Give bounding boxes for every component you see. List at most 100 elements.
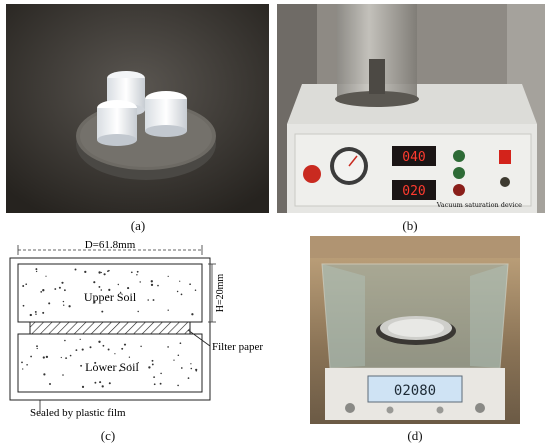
- soil-speckle: [195, 370, 197, 372]
- schematic-soil-sample: D=61.8mm Upper Soil Lower Soil H=20mm Fi…: [0, 238, 280, 428]
- soil-speckle: [180, 293, 183, 296]
- soil-speckle: [35, 268, 38, 271]
- soil-speckle: [64, 339, 66, 342]
- soil-speckle: [180, 367, 183, 369]
- soil-speckle: [190, 363, 192, 365]
- soil-speckle: [26, 364, 28, 366]
- soil-speckle: [147, 299, 149, 301]
- soil-speckle: [177, 354, 180, 356]
- soil-speckle: [130, 271, 133, 274]
- soil-speckle: [54, 288, 57, 290]
- soil-speckle: [35, 270, 38, 273]
- soil-speckle: [117, 283, 119, 286]
- soil-speckle: [173, 359, 175, 361]
- caption-a: (a): [130, 218, 146, 233]
- soil-speckle: [121, 347, 124, 350]
- soil-speckle: [153, 376, 156, 378]
- soil-speckle: [150, 283, 154, 287]
- soil-speckle: [65, 357, 68, 360]
- soil-speckle: [103, 273, 106, 276]
- height-label: H=20mm: [215, 274, 226, 313]
- soil-speckle: [80, 364, 83, 367]
- soil-speckle: [42, 311, 45, 314]
- soil-speckle: [30, 355, 32, 358]
- soil-speckle: [100, 289, 103, 291]
- soil-speckle: [45, 275, 47, 277]
- soil-speckle: [21, 361, 23, 364]
- soil-speckle: [34, 310, 37, 313]
- caption-c: (c): [100, 428, 116, 443]
- soil-speckle: [119, 291, 122, 294]
- soil-speckle: [157, 284, 159, 287]
- soil-speckle: [93, 281, 96, 284]
- soil-speckle: [94, 381, 97, 384]
- soil-speckle: [137, 361, 139, 364]
- soil-speckle: [140, 345, 142, 348]
- soil-speckle: [151, 363, 154, 366]
- soil-speckle: [58, 286, 61, 289]
- soil-speckle: [107, 270, 109, 273]
- soil-speckle: [81, 348, 84, 351]
- soil-speckle: [79, 338, 81, 341]
- soil-speckle: [62, 374, 64, 376]
- soil-speckle: [25, 283, 28, 286]
- soil-speckle: [61, 281, 64, 284]
- soil-speckle: [22, 304, 25, 307]
- soil-speckle: [64, 289, 66, 292]
- soil-speckle: [60, 356, 62, 359]
- soil-speckle: [167, 346, 169, 348]
- soil-speckle: [114, 353, 116, 355]
- soil-speckle: [123, 343, 127, 346]
- soil-speckle: [93, 301, 96, 303]
- soil-speckle: [99, 381, 102, 384]
- soil-speckle: [89, 346, 92, 349]
- soil-speckle: [160, 372, 162, 375]
- soil-speckle: [187, 377, 190, 379]
- soil-speckle: [177, 384, 179, 387]
- soil-speckle: [151, 359, 154, 362]
- soil-speckle: [127, 287, 130, 290]
- soil-speckle: [139, 281, 141, 283]
- soil-speckle: [137, 310, 139, 313]
- soil-speckle: [68, 305, 71, 308]
- soil-speckle: [81, 385, 85, 388]
- soil-speckle: [107, 295, 109, 297]
- soil-speckle: [167, 275, 169, 278]
- soil-speckle: [94, 361, 97, 364]
- soil-speckle: [159, 382, 162, 385]
- soil-speckle: [189, 283, 191, 286]
- schematic-drawing: D=61.8mm Upper Soil Lower Soil H=20mm Fi…: [9, 239, 263, 419]
- soil-speckle: [36, 345, 38, 348]
- photo-b-drawing: 040 020 Vacuum saturation device: [277, 4, 545, 213]
- soil-speckle: [45, 355, 49, 359]
- soil-speckle: [152, 299, 155, 301]
- soil-speckle: [176, 290, 179, 293]
- lower-soil-label: Lower Soil: [85, 360, 139, 374]
- soil-speckle: [101, 310, 104, 313]
- soil-speckle: [136, 270, 139, 273]
- soil-speckle: [40, 291, 43, 293]
- soil-speckle: [191, 313, 194, 316]
- soil-speckle: [98, 271, 101, 274]
- soil-speckle: [69, 354, 72, 357]
- photo-a-drawing: [6, 4, 269, 213]
- photo-balance: 02080: [310, 236, 520, 424]
- soil-speckle: [49, 383, 51, 385]
- soil-speckle: [62, 300, 65, 303]
- soil-speckle: [190, 367, 193, 370]
- soil-speckle: [36, 347, 38, 350]
- soil-speckle: [102, 344, 105, 347]
- soil-speckle: [179, 280, 181, 282]
- photo-d-drawing: 02080: [310, 236, 520, 424]
- display-top-readout: 040: [402, 150, 425, 165]
- display-bottom-readout: 020: [402, 184, 425, 199]
- caption-d: (d): [407, 428, 423, 443]
- soil-speckle: [63, 304, 65, 306]
- soil-speckle: [43, 373, 46, 376]
- soil-speckle: [128, 356, 131, 358]
- caption-b: (b): [402, 218, 418, 233]
- soil-speckle: [108, 288, 111, 291]
- soil-speckle: [101, 385, 104, 388]
- soil-speckle: [153, 383, 156, 386]
- soil-speckle: [179, 342, 182, 345]
